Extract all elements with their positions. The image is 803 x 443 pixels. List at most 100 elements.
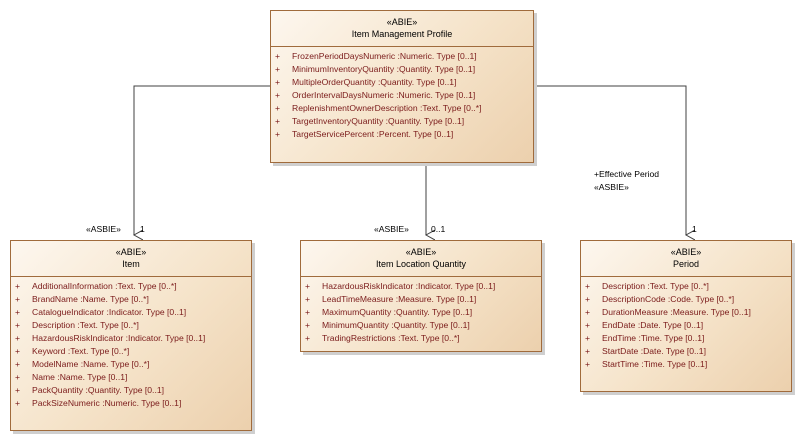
attribute-text: EndTime :Time. Type [0..1] <box>602 333 705 343</box>
attribute-row[interactable]: +ReplenishmentOwnerDescription :Text. Ty… <box>271 102 533 115</box>
attribute-text: StartDate :Date. Type [0..1] <box>602 346 706 356</box>
attribute-row[interactable]: + StartDate :Date. Type [0..1] <box>581 345 791 358</box>
visibility-marker: + <box>15 281 21 291</box>
visibility-marker: + <box>15 372 21 382</box>
attribute-row[interactable]: + TargetInventoryQuantity :Quantity. Type… <box>271 115 533 128</box>
class-name: Period <box>672 259 699 269</box>
visibility-marker: + <box>15 320 21 330</box>
class-name: Item Management Profile <box>351 29 453 39</box>
visibility-marker: + <box>275 64 281 74</box>
visibility-marker: + <box>585 346 591 356</box>
attribute-row[interactable]: + MinimumInventoryQuantity :Quantity. Typ… <box>271 63 533 76</box>
attribute-text: OrderIntervalDaysNumeric :Numeric. Type … <box>292 90 476 100</box>
item-association-stereotype: «ASBIE» <box>86 224 121 234</box>
attribute-row[interactable]: + ModelName :Name. Type [0..*] <box>11 358 251 371</box>
attribute-text: DescriptionCode :Code. Type [0..*] <box>602 294 735 304</box>
attribute-row[interactable]: +PackSizeNumeric :Numeric. Type [0..1] <box>11 397 251 410</box>
visibility-marker: + <box>585 359 591 369</box>
attribute-text: MultipleOrderQuantity :Quantity. Type [0… <box>292 77 457 87</box>
class-item-location-quantity[interactable]: «ABIE» Item Location Quantity + Hazardous… <box>300 240 542 352</box>
attribute-row[interactable]: + LeadTimeMeasure :Measure. Type [0..1] <box>301 293 541 306</box>
attribute-text: FrozenPeriodDaysNumeric :Numeric. Type [… <box>292 51 477 61</box>
visibility-marker: + <box>15 359 21 369</box>
attribute-text: TargetInventoryQuantity :Quantity. Type … <box>292 116 465 126</box>
attribute-row[interactable]: +Name :Name. Type [0..1] <box>11 371 251 384</box>
attribute-list: + HazardousRiskIndicator :Indicator. Type… <box>301 277 541 345</box>
attribute-row[interactable]: + EndTime :Time. Type [0..1] <box>581 332 791 345</box>
attribute-row[interactable]: + OrderIntervalDaysNumeric :Numeric. Type… <box>271 89 533 102</box>
attribute-text: LeadTimeMeasure :Measure. Type [0..1] <box>322 294 477 304</box>
attribute-text: HazardousRiskIndicator :Indicator. Type … <box>322 281 496 291</box>
attribute-row[interactable]: + MultipleOrderQuantity :Quantity. Type [… <box>271 76 533 89</box>
attribute-row[interactable]: + AdditionalInformation :Text. Type [0..*… <box>11 280 251 293</box>
class-stereotype: «ABIE» <box>115 247 147 257</box>
visibility-marker: + <box>275 51 281 61</box>
attribute-text: HazardousRiskIndicator :Indicator. Type … <box>32 333 206 343</box>
attribute-text: PackQuantity :Quantity. Type [0..1] <box>32 385 164 395</box>
attribute-row[interactable]: + MaximumQuantity :Quantity. Type [0..1] <box>301 306 541 319</box>
class-name: Item <box>122 259 140 269</box>
class-stereotype: «ABIE» <box>670 247 702 257</box>
attribute-row[interactable]: + Description :Text. Type [0..*] <box>581 280 791 293</box>
attribute-list: + FrozenPeriodDaysNumeric :Numeric. Type … <box>271 47 533 141</box>
attribute-text: PackSizeNumeric :Numeric. Type [0..1] <box>32 398 182 408</box>
association-to-item[interactable] <box>134 85 270 235</box>
attribute-list: + AdditionalInformation :Text. Type [0..*… <box>11 277 251 410</box>
attribute-text: TargetServicePercent :Percent. Type [0..… <box>292 129 454 139</box>
attribute-text: ReplenishmentOwnerDescription :Text. Typ… <box>292 103 482 113</box>
class-name: Item Location Quantity <box>375 259 467 269</box>
visibility-marker: + <box>275 129 281 139</box>
attribute-text: StartTime :Time. Type [0..1] <box>602 359 708 369</box>
visibility-marker: + <box>305 320 311 330</box>
attribute-row[interactable]: + MinimumQuantity :Quantity. Type [0..1] <box>301 319 541 332</box>
location-association-multiplicity: 0..1 <box>431 224 446 234</box>
visibility-marker: + <box>585 294 591 304</box>
class-period[interactable]: «ABIE» Period + Description :Text. Type [… <box>580 240 792 392</box>
visibility-marker: + <box>15 333 21 343</box>
visibility-marker: + <box>585 307 591 317</box>
attribute-row[interactable]: + TargetServicePercent :Percent. Type [0.… <box>271 128 533 141</box>
attribute-row[interactable]: +Keyword :Text. Type [0..*] <box>11 345 251 358</box>
visibility-marker: + <box>585 281 591 291</box>
visibility-marker: + <box>15 346 21 356</box>
visibility-marker: + <box>305 333 311 343</box>
visibility-marker: + <box>275 90 281 100</box>
attribute-row[interactable]: + PackQuantity :Quantity. Type [0..1] <box>11 384 251 397</box>
attribute-text: MinimumQuantity :Quantity. Type [0..1] <box>322 320 470 330</box>
visibility-marker: + <box>305 307 311 317</box>
attribute-text: BrandName :Name. Type [0..*] <box>32 294 149 304</box>
attribute-text: TradingRestrictions :Text. Type [0..*] <box>322 333 460 343</box>
attribute-text: MinimumInventoryQuantity :Quantity. Type… <box>292 64 476 74</box>
period-association-stereotype: «ASBIE» <box>594 182 629 192</box>
attribute-row[interactable]: + FrozenPeriodDaysNumeric :Numeric. Type … <box>271 50 533 63</box>
attribute-text: MaximumQuantity :Quantity. Type [0..1] <box>322 307 473 317</box>
visibility-marker: + <box>15 307 21 317</box>
class-item[interactable]: «ABIE» Item + AdditionalInformation :Text… <box>10 240 252 431</box>
visibility-marker: + <box>275 77 281 87</box>
attribute-row[interactable]: +Description :Text. Type [0..*] <box>11 319 251 332</box>
attribute-row[interactable]: + HazardousRiskIndicator :Indicator. Type… <box>301 280 541 293</box>
attribute-text: Description :Text. Type [0..*] <box>602 281 709 291</box>
visibility-marker: + <box>15 385 21 395</box>
attribute-row[interactable]: + HazardousRiskIndicator :Indicator. Type… <box>11 332 251 345</box>
visibility-marker: + <box>305 281 311 291</box>
attribute-row[interactable]: +DurationMeasure :Measure. Type [0..1] <box>581 306 791 319</box>
attribute-row[interactable]: +EndDate :Date. Type [0..1] <box>581 319 791 332</box>
attribute-text: AdditionalInformation :Text. Type [0..*] <box>32 281 177 291</box>
attribute-row[interactable]: + DescriptionCode :Code. Type [0..*] <box>581 293 791 306</box>
attribute-row[interactable]: + StartTime :Time. Type [0..1] <box>581 358 791 371</box>
period-association-multiplicity: 1 <box>692 224 697 234</box>
visibility-marker: + <box>275 116 281 126</box>
attribute-list: + Description :Text. Type [0..*] + Descript… <box>581 277 791 371</box>
visibility-marker: + <box>305 294 311 304</box>
visibility-marker: + <box>585 333 591 343</box>
visibility-marker: + <box>585 320 591 330</box>
class-stereotype: «ABIE» <box>405 247 437 257</box>
attribute-text: ModelName :Name. Type [0..*] <box>32 359 150 369</box>
attribute-row[interactable]: +BrandName :Name. Type [0..*] <box>11 293 251 306</box>
class-item-management-profile[interactable]: «ABIE» Item Management Profile +FrozenPe… <box>270 10 534 163</box>
attribute-row[interactable]: +CatalogueIndicator :Indicator. Type [0.… <box>11 306 251 319</box>
association-to-period[interactable] <box>534 85 686 235</box>
attribute-row[interactable]: + TradingRestrictions :Text. Type [0..*] <box>301 332 541 345</box>
